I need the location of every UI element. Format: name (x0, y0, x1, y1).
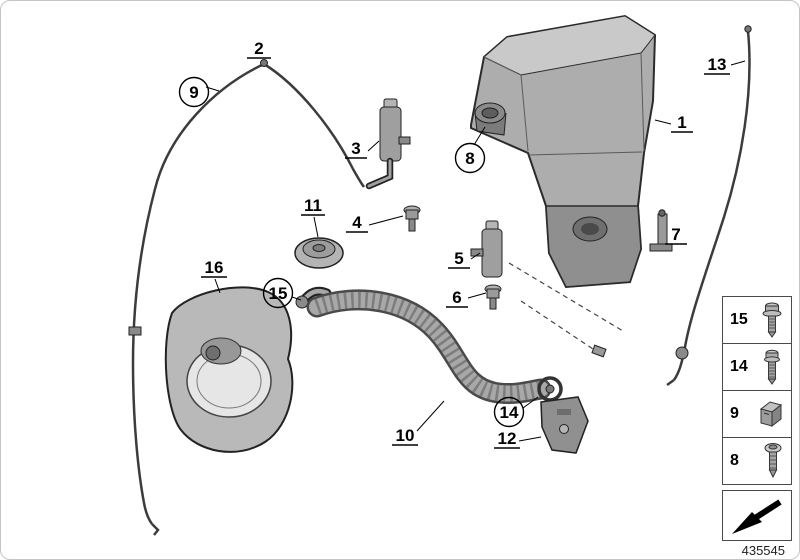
callout-4[interactable]: 4 (352, 213, 362, 232)
flange-bolt-icon (762, 302, 782, 338)
legend-number-14: 14 (730, 358, 748, 375)
assembly-dashed-lines (508, 262, 624, 358)
flange-bolt-icon (764, 349, 780, 385)
callout-16[interactable]: 16 (205, 258, 224, 277)
legend-item-15[interactable]: 15 (722, 296, 792, 344)
legend-item-14[interactable]: 14 (722, 343, 792, 391)
washer-pump-2 (470, 220, 503, 278)
washer-pump-1 (365, 98, 411, 190)
callout-11[interactable]: 11 (304, 196, 322, 215)
legend-item-8[interactable]: 8 (722, 437, 792, 485)
legend-number-9: 9 (730, 405, 739, 422)
callout-9-circle[interactable] (178, 76, 210, 108)
fastener-legend: 15 14 9 (722, 296, 792, 485)
callout-8[interactable]: 8 (465, 149, 474, 168)
callout-12[interactable]: 12 (498, 429, 517, 448)
callout-leaders (205, 60, 746, 442)
callout-15[interactable]: 15 (269, 284, 288, 303)
callout-2[interactable]: 2 (254, 39, 263, 58)
legend-item-9[interactable]: 9 (722, 390, 792, 438)
callout-1[interactable]: 1 (677, 113, 686, 132)
callout-14[interactable]: 14 (500, 403, 519, 422)
callout-13[interactable]: 13 (708, 55, 727, 74)
figure-number: 435545 (741, 543, 785, 558)
washer-hose-rear (666, 25, 752, 387)
callout-3[interactable]: 3 (351, 139, 360, 158)
callout-5[interactable]: 5 (454, 249, 463, 268)
legend-number-8: 8 (730, 452, 739, 469)
legend-number-15: 15 (730, 311, 748, 328)
callout-8-circle[interactable] (454, 142, 486, 174)
direction-arrow-icon (732, 498, 782, 534)
filler-funnel (164, 286, 294, 453)
callout-6[interactable]: 6 (452, 288, 461, 307)
clip-icon (759, 401, 783, 428)
callout-9[interactable]: 9 (189, 83, 198, 102)
pump-grommet-1 (403, 205, 421, 232)
callout-14-circle[interactable] (493, 396, 525, 428)
callout-10[interactable]: 10 (396, 426, 415, 445)
callout-7[interactable]: 7 (671, 225, 680, 244)
mounting-bracket (649, 209, 673, 252)
washer-hose-front (128, 59, 366, 536)
direction-arrow-box (722, 490, 792, 541)
hose-clamp-bracket (537, 376, 589, 454)
screw-icon (764, 443, 782, 479)
reservoir-tank (470, 14, 657, 289)
pump-grommet-2 (484, 284, 502, 310)
callout-15-circle[interactable] (262, 277, 294, 309)
corrugated-filler-hose (306, 289, 552, 404)
reservoir-cap (294, 237, 344, 269)
